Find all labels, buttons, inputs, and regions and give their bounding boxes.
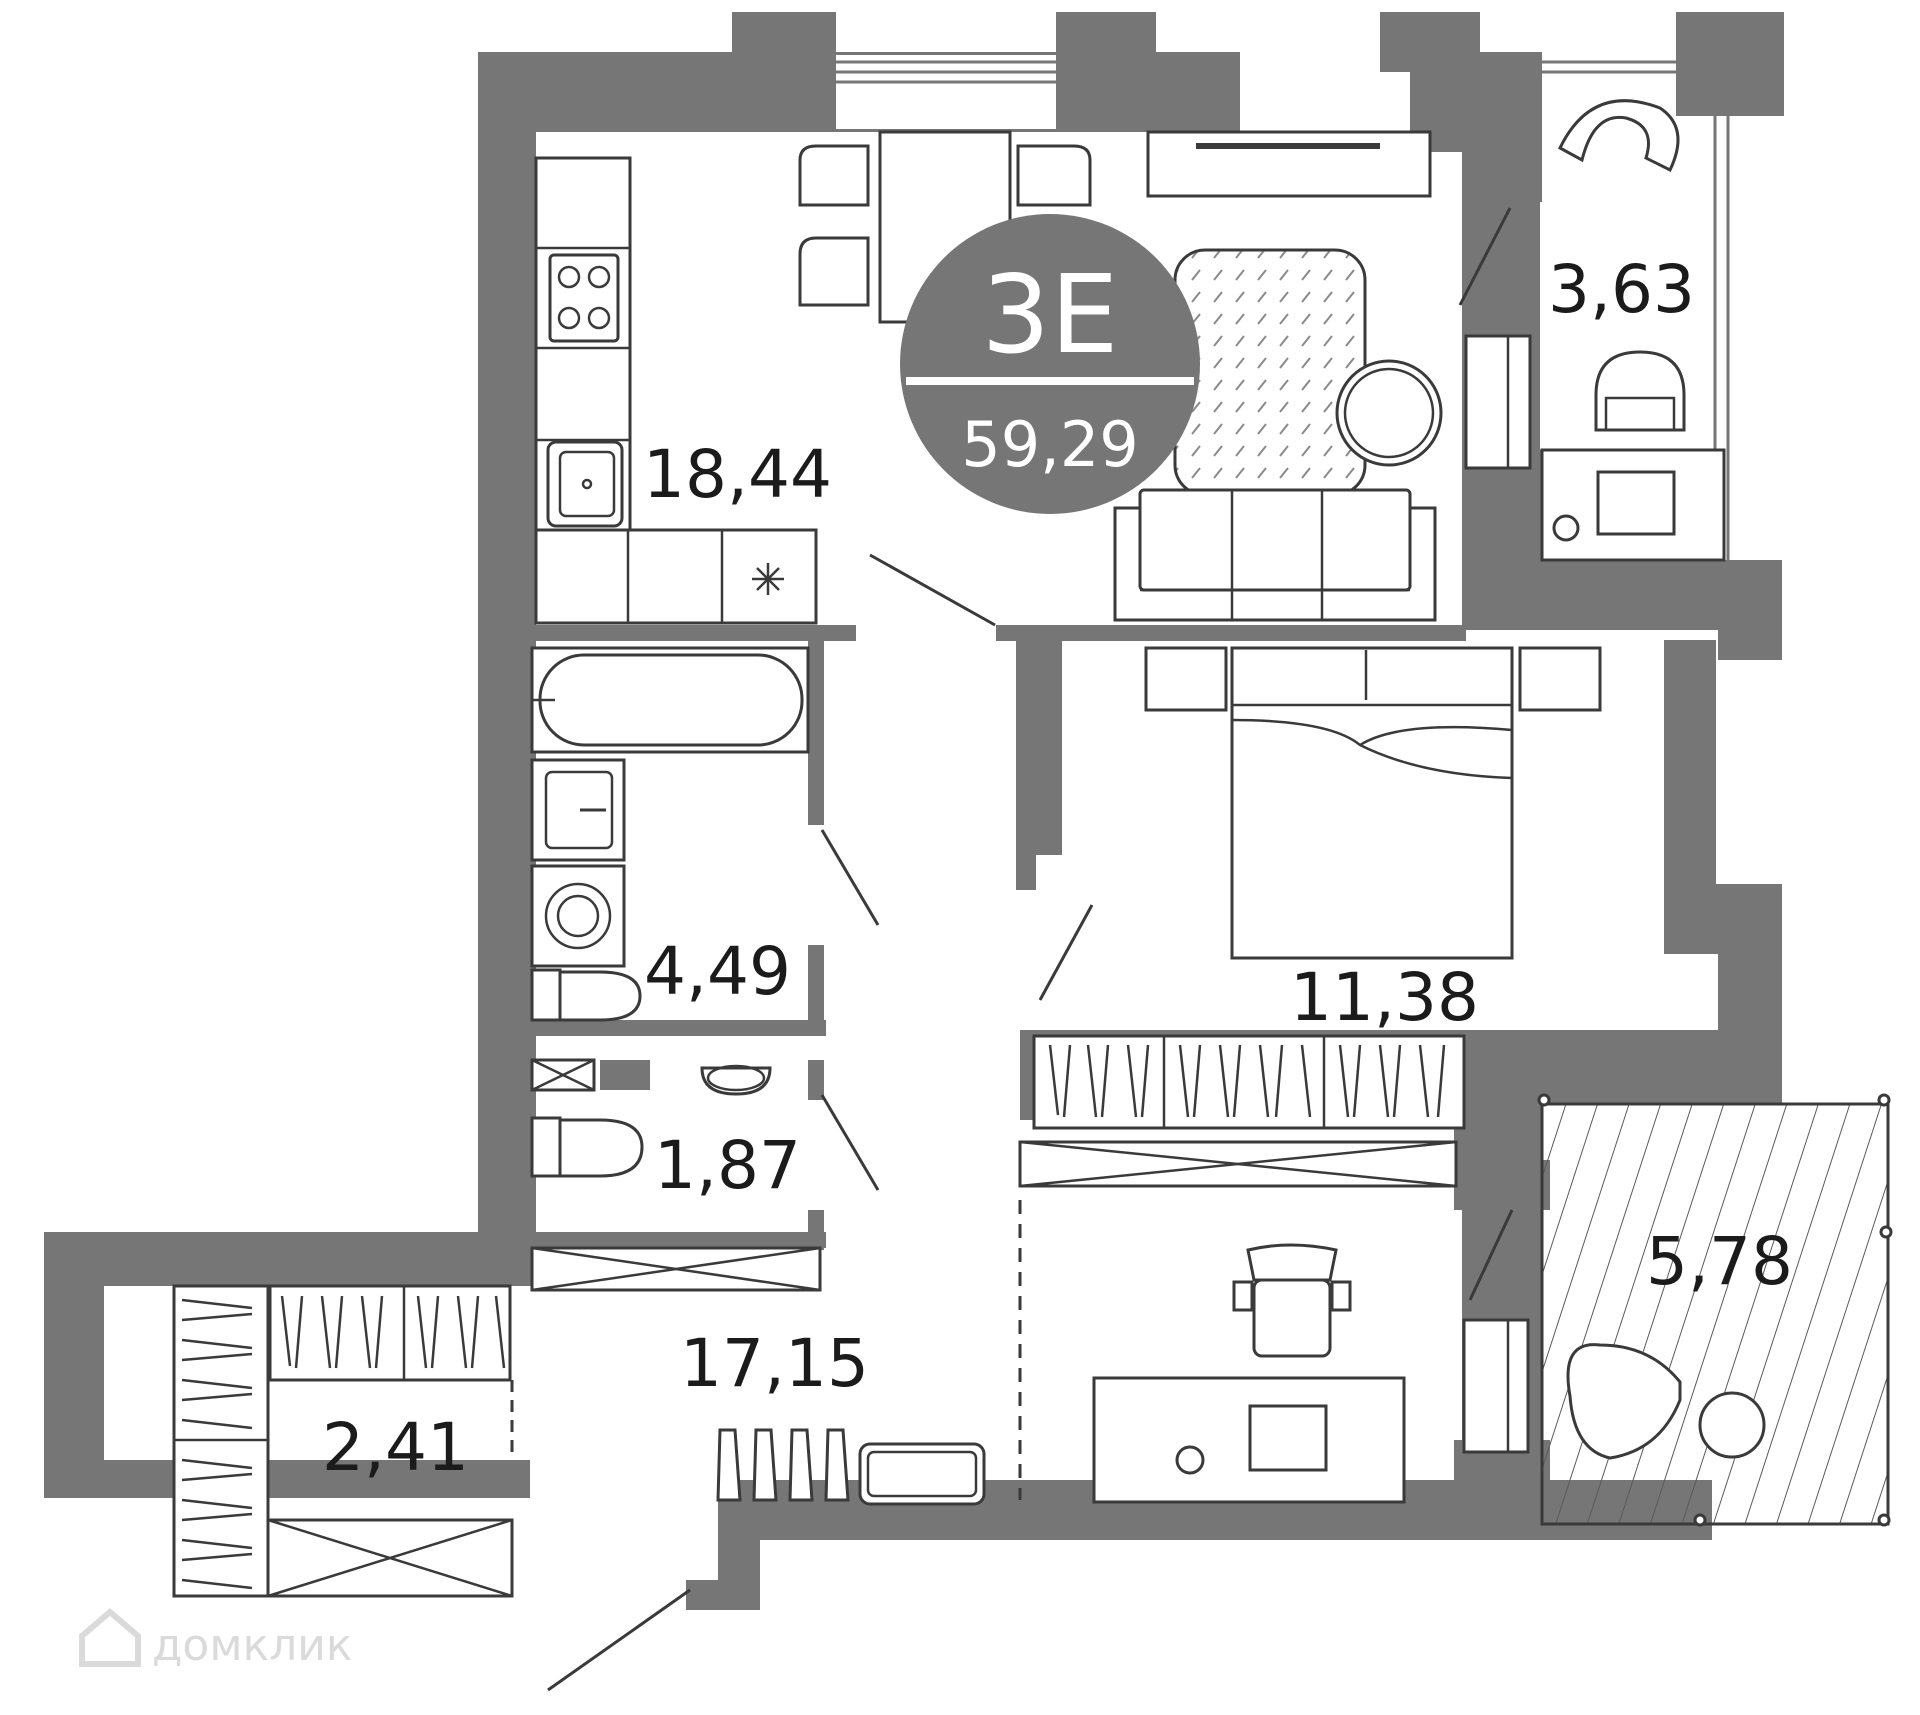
toilet-room-fixtures: [530, 1058, 772, 1178]
kitchen-unit: [534, 156, 818, 625]
study-cabinet: [1462, 1318, 1530, 1454]
doors: [510, 207, 1514, 1692]
bedroom-shelf: [1018, 1140, 1458, 1188]
badge-divider: [906, 377, 1194, 385]
walls: [44, 12, 1784, 1610]
sofa: [1113, 488, 1437, 622]
washing-machine: [530, 864, 626, 968]
armchair-icon: [1558, 99, 1680, 173]
bed: [1144, 646, 1602, 960]
area-label-loggia: 5,78: [1646, 1223, 1793, 1300]
lamp-icon: [1552, 514, 1580, 542]
desk: [1092, 1376, 1406, 1504]
bedroom-wardrobe: [1032, 1034, 1466, 1130]
coffee-table: [1335, 359, 1443, 467]
stove-icon: [548, 253, 620, 343]
sink-icon: [546, 440, 624, 528]
fridge-icon: [752, 563, 784, 595]
house-logo-icon: [79, 1608, 141, 1667]
dining-chairs: [798, 144, 1092, 307]
badge-title: 3E: [982, 253, 1119, 378]
tv-stand: [1146, 130, 1432, 198]
lamp-icon: [1175, 1445, 1205, 1475]
loggia: [1537, 1093, 1893, 1527]
area-label-balcony-top: 3,63: [1548, 251, 1695, 328]
coat-hooks: [716, 1428, 850, 1502]
bathroom-sink: [530, 758, 626, 862]
balcony-top-furniture: [1464, 99, 1726, 562]
area-label-wardrobe: 2,41: [322, 1409, 469, 1486]
watermark-text: домклик: [152, 1620, 352, 1671]
area-label-kitchen-living: 18,44: [643, 436, 832, 513]
bathtub: [530, 646, 810, 754]
walk-in-wardrobe: [172, 1284, 514, 1598]
toilet-bath: [530, 968, 642, 1022]
area-label-bedroom: 11,38: [1290, 959, 1479, 1036]
armchair-icon: [1594, 350, 1686, 432]
area-label-toilet: 1,87: [654, 1127, 801, 1204]
badge-circle: [900, 214, 1200, 514]
area-label-hallway: 17,15: [680, 1325, 869, 1402]
watermark: домклик: [79, 1608, 352, 1671]
badge-total-area: 59,29: [961, 408, 1139, 481]
shoe-mat: [858, 1442, 986, 1506]
armchair-icon: [1566, 1343, 1682, 1460]
apartment-badge: 3E 59,29: [900, 214, 1200, 514]
office-chair-icon: [1232, 1243, 1352, 1358]
area-label-bathroom: 4,49: [644, 933, 791, 1010]
side-table: [1698, 1391, 1766, 1459]
rug: [1173, 248, 1367, 497]
hall-cabinet: [530, 1246, 822, 1292]
